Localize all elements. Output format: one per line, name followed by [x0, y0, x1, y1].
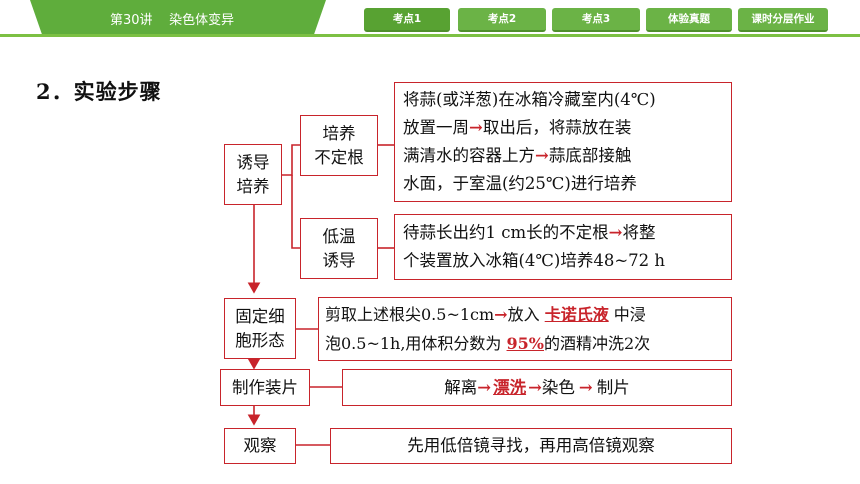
- tab-real-exam[interactable]: 体验真题: [646, 8, 732, 32]
- fix-desc-line-2: 泡0.5~1h,用体积分数为 95%的酒精冲洗2次: [325, 334, 651, 353]
- root-desc-line-3: 满清水的容器上方→蒜底部接触: [403, 146, 632, 165]
- arrow-icon: →: [528, 377, 542, 397]
- answer-blank-95: 95%: [506, 334, 544, 353]
- branch-line-root: [282, 144, 300, 176]
- observe-desc: 先用低倍镜寻找，再用高倍镜观察: [330, 428, 732, 464]
- root-desc-line-1: 将蒜(或洋葱)在冰箱冷藏室内(4℃): [403, 90, 656, 109]
- tab-kaodian-3[interactable]: 考点3: [552, 8, 640, 32]
- lecture-title: 第30讲 染色体变异: [110, 13, 235, 28]
- root-desc-line-2: 放置一周→取出后，将蒜放在装: [403, 118, 632, 137]
- slide-desc: 解离→ 漂洗 →染色 →制片: [342, 369, 732, 406]
- arrow-icon: →: [535, 146, 549, 165]
- step-slide-box: 制作装片: [220, 369, 310, 406]
- root-culture-desc: 将蒜(或洋葱)在冰箱冷藏室内(4℃) 放置一周→取出后，将蒜放在装 满清水的容器…: [394, 82, 732, 202]
- step-induce-box: 诱导 培养: [224, 144, 282, 205]
- arrow-icon: →: [477, 377, 492, 397]
- step-observe-box: 观察: [224, 428, 296, 464]
- tab-kaodian-2[interactable]: 考点2: [458, 8, 546, 32]
- header-stripe: [0, 34, 860, 37]
- lecture-title-tab: 第30讲 染色体变异: [30, 0, 326, 34]
- arrow-icon: →: [469, 118, 483, 137]
- cold-desc-line-2: 个装置放入冰箱(4℃)培养48~72 h: [403, 251, 666, 270]
- arrow-icon: →: [494, 305, 508, 324]
- cold-desc-line-1: 待蒜长出约1 cm长的不定根→将整: [403, 223, 656, 242]
- cold-induce-desc: 待蒜长出约1 cm长的不定根→将整 个装置放入冰箱(4℃)培养48~72 h: [394, 214, 732, 280]
- branch-line-cold: [291, 175, 300, 249]
- section-title: 2．实验步骤: [36, 79, 162, 104]
- answer-blank-carnoy: 卡诺氏液: [544, 305, 609, 324]
- step-root-culture-box: 培养 不定根: [300, 115, 378, 176]
- step-fix-box: 固定细 胞形态: [224, 298, 296, 359]
- answer-blank-rinse: 漂洗: [493, 377, 527, 397]
- arrow-icon: →: [608, 223, 623, 242]
- top-bar: 第30讲 染色体变异 考点1 考点2 考点3 体验真题 课时分层作业: [0, 0, 860, 40]
- fix-desc: 剪取上述根尖0.5~1cm→放入 卡诺氏液 中浸 泡0.5~1h,用体积分数为 …: [318, 297, 732, 361]
- step-cold-induce-box: 低温 诱导: [300, 218, 378, 279]
- arrow-icon: →: [578, 377, 593, 397]
- root-desc-line-4: 水面，于室温(约25℃)进行培养: [403, 174, 637, 193]
- fix-desc-line-1: 剪取上述根尖0.5~1cm→放入 卡诺氏液 中浸: [325, 305, 646, 324]
- tab-homework[interactable]: 课时分层作业: [738, 8, 828, 32]
- tab-kaodian-1[interactable]: 考点1: [364, 8, 450, 32]
